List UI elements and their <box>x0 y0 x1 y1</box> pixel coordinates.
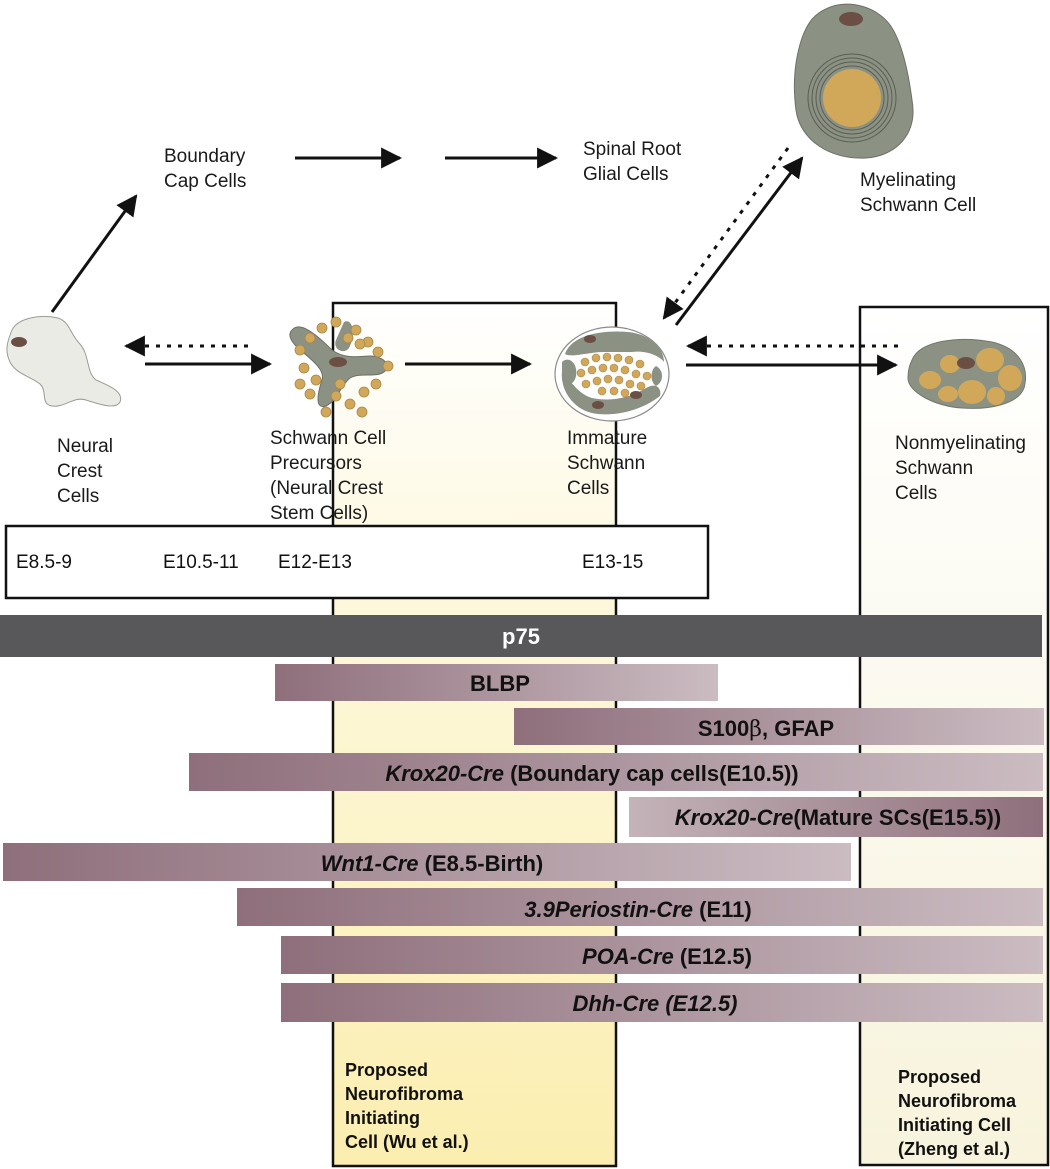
s100-label: S100β, GFAP <box>698 716 834 742</box>
poa-label: POA-Cre (E12.5) <box>582 944 752 969</box>
blbp-label: BLBP <box>470 671 530 696</box>
timeline-e10-5: E10.5-11 <box>163 552 239 573</box>
svg-text:Precursors: Precursors <box>270 453 362 474</box>
krox20-boundary-label: Krox20-Cre (Boundary cap cells(E10.5)) <box>385 761 798 786</box>
svg-text:Schwann Cell: Schwann Cell <box>270 428 386 449</box>
wnt1-label: Wnt1-Cre (E8.5-Birth) <box>321 851 543 876</box>
neural-crest-label: Neural Crest Cells <box>57 436 113 507</box>
svg-text:Neural: Neural <box>57 436 113 457</box>
svg-text:(Neural Crest: (Neural Crest <box>270 478 384 499</box>
krox20-mature-bar <box>629 797 1043 837</box>
timeline-box <box>4 524 710 600</box>
svg-text:Initiating Cell: Initiating Cell <box>898 1115 1011 1135</box>
nonmyelinating-schwann-illustration <box>907 338 1026 409</box>
periostin-label: 3.9Periostin-Cre (E11) <box>524 897 751 922</box>
svg-text:Stem Cells): Stem Cells) <box>270 503 368 524</box>
arrow-myelinating-back-to-immature <box>662 147 790 320</box>
svg-text:Proposed: Proposed <box>345 1060 428 1080</box>
krox20-mature-label: Krox20-Cre(Mature SCs(E15.5)) <box>675 805 1001 830</box>
svg-text:Cell (Wu et al.): Cell (Wu et al.) <box>345 1132 469 1152</box>
svg-text:Spinal Root: Spinal Root <box>583 139 682 160</box>
svg-text:Cells: Cells <box>57 486 99 507</box>
nonmyelinating-label: Nonmyelinating Schwann Cells <box>895 433 1026 504</box>
svg-text:Cells: Cells <box>567 478 609 499</box>
p75-label: p75 <box>502 624 540 649</box>
p75-bar <box>0 615 1042 657</box>
immature-label: Immature Schwann Cells <box>567 428 647 499</box>
svg-text:Schwann: Schwann <box>895 458 973 479</box>
wnt1-bar <box>3 843 851 881</box>
blbp-bar <box>275 664 718 701</box>
svg-text:Immature: Immature <box>567 428 647 449</box>
timeline-e12: E12-E13 <box>278 552 352 573</box>
boundary-cap-label: Boundary Cap Cells <box>164 146 246 192</box>
svg-text:Glial Cells: Glial Cells <box>583 164 669 185</box>
poa-bar <box>281 936 1043 974</box>
svg-text:(Zheng et al.): (Zheng et al.) <box>898 1139 1010 1159</box>
proposed-wu-text: Proposed Neurofibroma Initiating Cell (W… <box>345 1060 469 1152</box>
svg-text:Cap Cells: Cap Cells <box>164 171 246 192</box>
precursors-label: Schwann Cell Precursors (Neural Crest St… <box>270 428 386 524</box>
svg-text:Initiating: Initiating <box>345 1108 420 1128</box>
timeline-e8-5: E8.5-9 <box>16 552 72 573</box>
svg-text:Neurofibroma: Neurofibroma <box>898 1091 1017 1111</box>
s100-bar <box>514 708 1044 745</box>
spinal-root-label: Spinal Root Glial Cells <box>583 139 682 185</box>
svg-text:Cells: Cells <box>895 483 937 504</box>
immature-schwann-illustration <box>554 326 670 422</box>
svg-text:Myelinating: Myelinating <box>860 170 956 191</box>
svg-text:Boundary: Boundary <box>164 146 246 167</box>
dhh-bar <box>281 983 1043 1022</box>
svg-text:Neurofibroma: Neurofibroma <box>345 1084 464 1104</box>
arrow-neural-to-boundary <box>50 194 138 313</box>
krox20-boundary-bar <box>189 753 1043 791</box>
svg-text:Schwann Cell: Schwann Cell <box>860 195 976 216</box>
precursor-cells-illustration <box>289 316 394 418</box>
myelinating-schwann-illustration <box>793 3 914 159</box>
svg-text:Schwann: Schwann <box>567 453 645 474</box>
svg-text:Proposed: Proposed <box>898 1067 981 1087</box>
dhh-label: Dhh-Cre (E12.5) <box>572 991 737 1016</box>
timeline-e13: E13-15 <box>582 552 643 573</box>
periostin-bar <box>237 888 1043 926</box>
neural-crest-cell-illustration <box>6 316 122 407</box>
arrow-immature-to-myelinating <box>674 156 804 326</box>
myelinating-label: Myelinating Schwann Cell <box>860 170 976 216</box>
svg-text:Nonmyelinating: Nonmyelinating <box>895 433 1026 454</box>
proposed-zheng-text: Proposed Neurofibroma Initiating Cell (Z… <box>898 1067 1017 1159</box>
arrows <box>50 147 899 376</box>
svg-text:Crest: Crest <box>57 461 103 482</box>
